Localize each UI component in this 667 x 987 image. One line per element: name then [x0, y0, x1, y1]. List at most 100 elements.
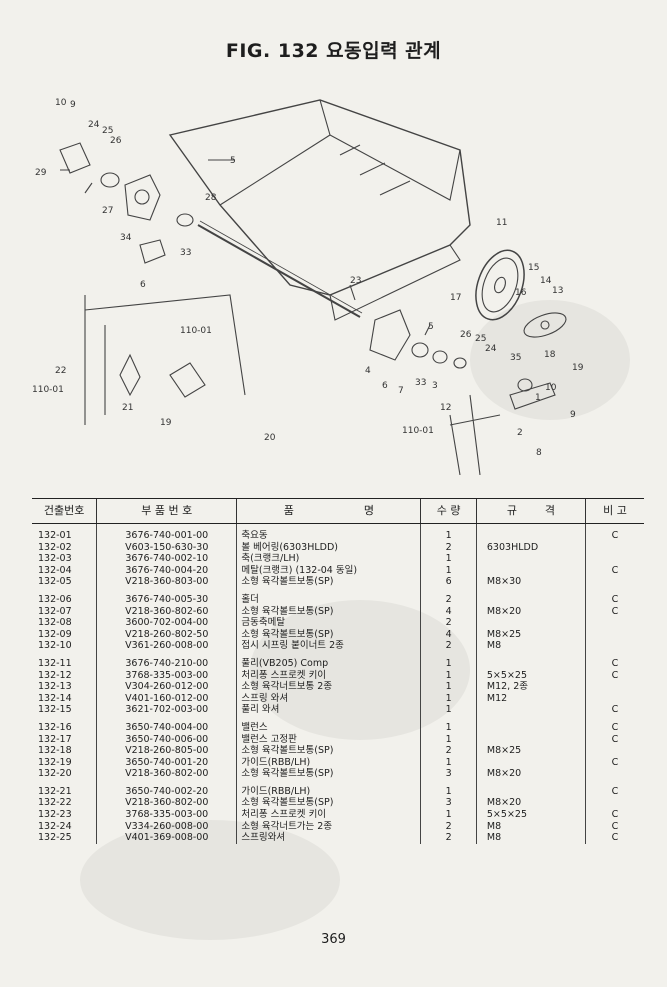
qty-cell: 1: [420, 669, 477, 682]
part-no-cell: V603-150-630-30: [96, 541, 237, 554]
svg-text:23: 23: [350, 276, 361, 286]
svg-text:25: 25: [475, 334, 486, 344]
svg-text:9: 9: [570, 410, 576, 420]
svg-text:5: 5: [428, 322, 434, 332]
spec-cell: [475, 553, 586, 565]
svg-text:33: 33: [180, 248, 191, 258]
spec-cell: [475, 587, 586, 606]
part-name-cell: 스프링와셔: [236, 832, 421, 844]
svg-text:29: 29: [35, 168, 47, 178]
note-cell: [584, 797, 644, 810]
qty-cell: 1: [420, 733, 477, 746]
note-cell: C: [584, 733, 644, 746]
svg-text:34: 34: [120, 233, 132, 243]
part-name-cell: 홀더: [236, 587, 421, 606]
svg-text:28: 28: [205, 193, 217, 203]
note-cell: [584, 576, 644, 588]
svg-text:22: 22: [55, 366, 66, 376]
note-cell: [584, 553, 644, 565]
item-no-cell: 132-18: [38, 745, 72, 757]
note-cell: [584, 628, 644, 641]
part-no-cell: V361-260-008-00: [96, 640, 237, 652]
part-no-cell: 3650-740-006-00: [96, 733, 237, 746]
part-no-cell: 3650-740-001-20: [96, 756, 237, 769]
note-cell: [584, 768, 644, 780]
part-name-cell: 소형 육각너트보통 2종: [236, 681, 421, 693]
svg-text:5: 5: [230, 156, 236, 166]
item-no-cell: 132-25: [38, 832, 72, 844]
svg-text:6: 6: [140, 280, 146, 290]
spec-cell: [475, 704, 586, 716]
figure-title: FIG. 132 요동입력 관계: [225, 40, 442, 62]
note-cell: [584, 745, 644, 757]
item-no-cell: 132-19: [38, 756, 72, 768]
note-cell: C: [584, 715, 644, 734]
note-cell: [584, 640, 644, 652]
spec-cell: [475, 715, 586, 734]
svg-text:11: 11: [496, 218, 507, 228]
spec-cell: M8×20: [475, 768, 586, 780]
part-name-cell: 밸런스: [236, 715, 421, 734]
svg-text:35: 35: [510, 353, 521, 363]
item-no-cell: 132-13: [38, 681, 72, 693]
spec-cell: M8×20: [475, 605, 586, 618]
svg-text:27: 27: [102, 206, 113, 216]
part-no-cell: V218-360-802-00: [96, 797, 237, 810]
svg-text:3: 3: [432, 381, 438, 391]
note-cell: [584, 692, 644, 705]
qty-cell: 2: [420, 745, 477, 757]
part-name-cell: 소형 육각볼트보통(SP): [236, 576, 421, 588]
spec-cell: M8×25: [475, 628, 586, 641]
svg-text:12: 12: [440, 403, 451, 413]
item-no-cell: 132-06: [38, 593, 72, 605]
note-cell: C: [584, 587, 644, 606]
part-no-cell: 3676-740-001-00: [96, 523, 237, 542]
part-no-cell: 3676-740-002-10: [96, 553, 237, 565]
col-header-spec: 규 격: [475, 498, 586, 524]
svg-text:7: 7: [398, 386, 404, 396]
svg-text:110-01: 110-01: [402, 426, 434, 436]
qty-cell: 3: [420, 768, 477, 780]
svg-text:110-01: 110-01: [32, 385, 64, 395]
spec-cell: [475, 564, 586, 577]
part-name-cell: 금동축메탈: [236, 617, 421, 629]
svg-text:19: 19: [160, 418, 172, 428]
part-no-cell: 3600-702-004-00: [96, 617, 237, 629]
part-no-cell: 3768-335-003-00: [96, 809, 237, 821]
item-no-cell: 132-17: [38, 733, 72, 745]
qty-cell: 1: [420, 715, 477, 734]
svg-text:20: 20: [264, 433, 276, 443]
item-no-cell: 132-14: [38, 692, 72, 704]
note-cell: C: [584, 564, 644, 577]
note-cell: [584, 681, 644, 693]
svg-text:8: 8: [536, 448, 542, 458]
qty-cell: 6: [420, 576, 477, 588]
part-name-cell: 소형 육각너트가는 2종: [236, 820, 421, 833]
spec-cell: [475, 651, 586, 670]
spec-cell: M8: [475, 832, 586, 844]
spec-cell: [475, 779, 586, 798]
qty-cell: 1: [420, 564, 477, 577]
part-no-cell: V218-260-805-00: [96, 745, 237, 757]
item-no-cell: 132-03: [38, 553, 72, 565]
qty-cell: 1: [420, 779, 477, 798]
col-header-part-name: 품 명: [236, 498, 421, 524]
part-no-cell: V401-369-008-00: [96, 832, 237, 844]
note-cell: C: [584, 523, 644, 542]
